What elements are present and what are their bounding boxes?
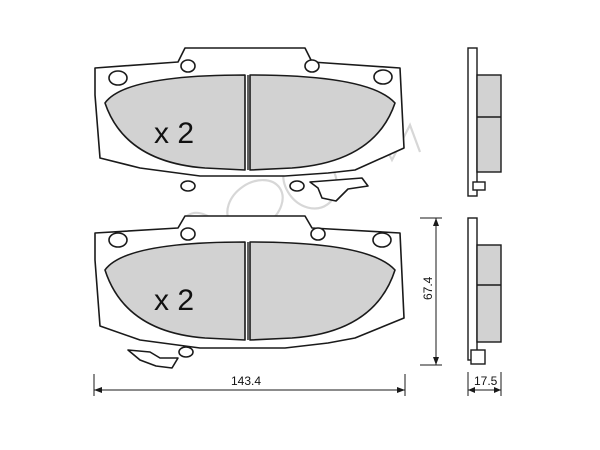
top-side-friction-block (476, 74, 502, 173)
bottom-side-clip (470, 349, 486, 365)
bottom-side-backing-plate (467, 217, 478, 361)
top-pad-mounting-hole (289, 180, 305, 192)
top-pad-mounting-hole (180, 59, 196, 73)
width-dimension-label: 143.4 (231, 374, 261, 388)
top-pad-friction-material-right (249, 74, 396, 171)
bottom-pad-mounting-hole (178, 346, 194, 358)
width-dimension: 143.4 (93, 374, 406, 396)
top-pad-wear-sensor-clip (309, 177, 369, 202)
thickness-dimension-label: 17.5 (474, 374, 498, 388)
bottom-pad-mounting-hole (372, 232, 392, 248)
bottom-pad-friction-material-right (249, 241, 396, 341)
bottom-pad-wear-sensor-clip (127, 349, 179, 369)
height-dimension: 67.4 (420, 217, 442, 366)
top-pad-mounting-hole (108, 70, 128, 86)
bottom-pad-mounting-hole (180, 227, 196, 241)
bottom-pad-quantity-label: x 2 (154, 284, 194, 317)
bottom-pad-mounting-hole (108, 232, 128, 248)
top-pad-side-view (467, 47, 502, 197)
bottom-brake-pad: x 2 (94, 215, 405, 369)
top-pad-mounting-hole (304, 59, 320, 73)
bottom-side-friction-block (476, 244, 502, 343)
top-brake-pad: x 2 (94, 47, 405, 202)
top-pad-mounting-hole (373, 69, 393, 85)
top-pad-friction-material (104, 74, 246, 171)
top-pad-quantity-label: x 2 (154, 117, 194, 150)
bottom-pad-friction-material (104, 241, 246, 341)
height-dimension-label: 67.4 (421, 276, 435, 300)
thickness-dimension: 17.5 (467, 372, 502, 396)
top-side-clip (472, 181, 486, 191)
bottom-pad-side-view (467, 217, 502, 365)
top-pad-mounting-hole (180, 180, 196, 192)
bottom-pad-mounting-hole (310, 227, 326, 241)
top-side-backing-plate (467, 47, 478, 197)
